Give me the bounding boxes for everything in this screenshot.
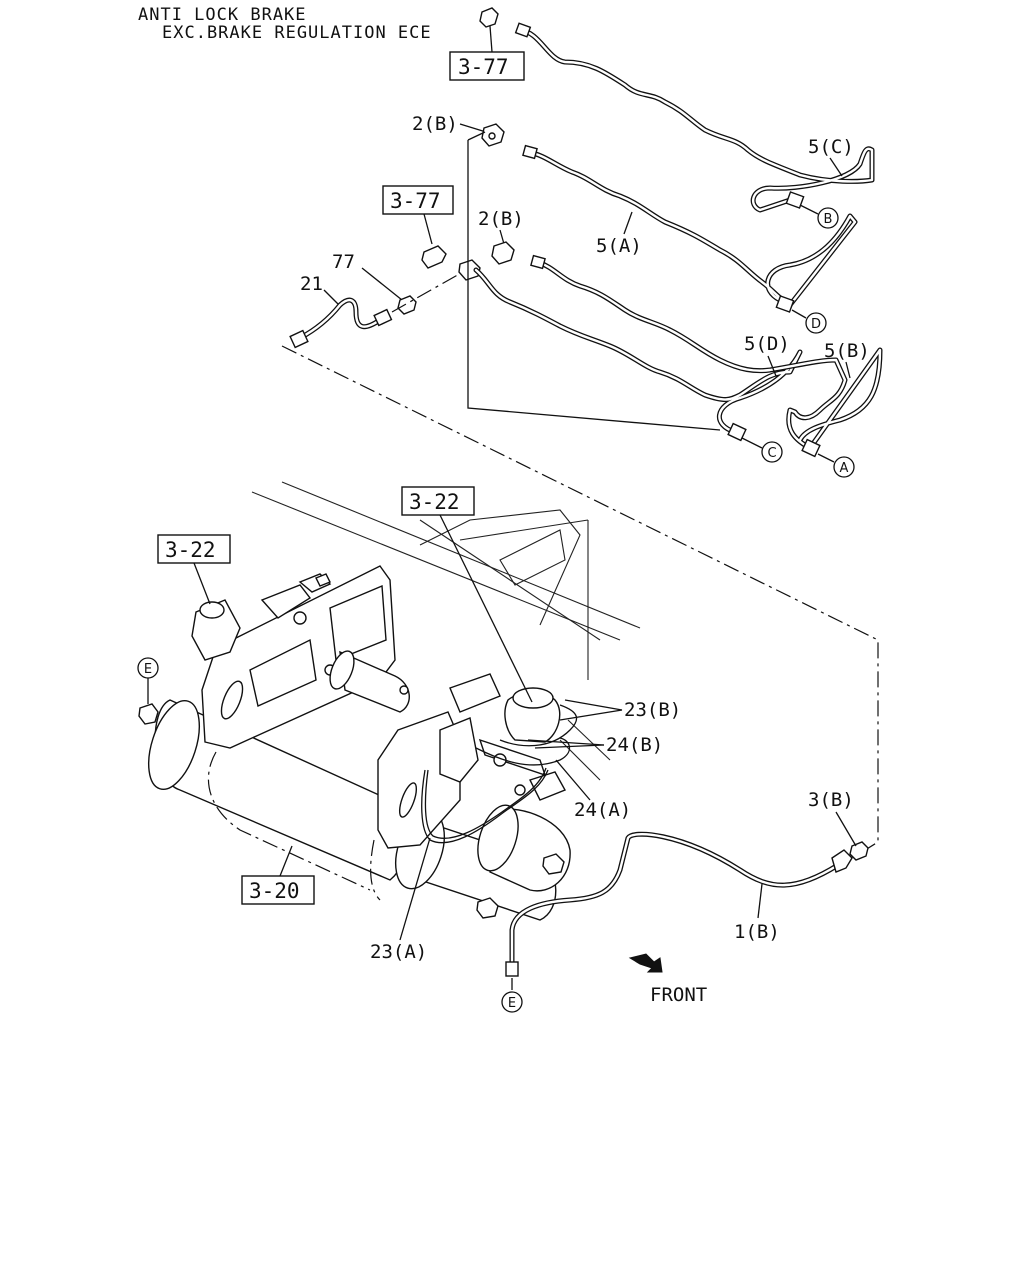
svg-text:E: E [144,662,152,677]
ref-box-3-77-mid-label: 3-77 [390,189,441,213]
pipe-5d [473,267,803,442]
ref-box-3-77-top[interactable]: 3-77 [449,51,525,81]
bracket-plate-left [201,565,396,749]
label-front: FRONT [650,984,707,1006]
header-line-2: EXC.BRAKE REGULATION ECE [162,23,432,43]
label-24a: 24(A) [574,799,631,821]
ref-box-3-77-mid[interactable]: 3-77 [382,185,454,215]
label-23a: 23(A) [370,941,427,963]
svg-text:E: E [508,996,516,1011]
pipe-21 [289,297,393,349]
fitting-tee-mid [421,245,447,269]
abs-modulator-cluster [439,673,566,801]
solenoid-cylinder [329,650,410,713]
label-2b-mid: 2(B) [478,208,524,230]
fitting-2b-top [481,123,505,147]
label-23b: 23(B) [624,699,681,721]
marker-b: B [799,204,839,229]
label-5c: 5(C) [808,136,854,158]
svg-text:C: C [767,446,776,461]
pipe-5b [530,254,883,458]
label-2b-top: 2(B) [412,113,458,135]
label-77: 77 [332,251,355,273]
marker-c: C [741,437,783,463]
svg-text:A: A [840,461,849,476]
marker-d: D [791,309,827,334]
label-3b: 3(B) [808,789,854,811]
nut-3b [849,841,869,861]
header-line-1: ANTI LOCK BRAKE [138,5,307,25]
label-21: 21 [300,273,323,295]
frame-structure [251,481,641,781]
pipe-5a [522,144,858,313]
ref-box-3-22-left[interactable]: 3-22 [157,534,231,564]
label-5b: 5(B) [824,340,870,362]
pipe-1b [505,831,853,977]
label-5d: 5(D) [744,333,790,355]
fitting-2b-mid [491,241,515,265]
svg-text:D: D [811,317,821,332]
label-5a: 5(A) [596,235,642,257]
valve-left [191,573,332,661]
marker-e-left: E [137,657,159,704]
ref-box-3-20-label: 3-20 [249,879,300,903]
marker-a: A [817,453,855,478]
svg-text:B: B [824,212,833,227]
label-1b: 1(B) [734,921,780,943]
ref-box-3-20[interactable]: 3-20 [241,875,315,905]
marker-e-bottom: E [501,978,523,1013]
ref-box-3-22-mid[interactable]: 3-22 [401,486,475,516]
front-arrow-icon [628,953,663,973]
ref-box-3-77-top-label: 3-77 [458,55,509,79]
label-24b: 24(B) [606,734,663,756]
ref-box-3-22-left-label: 3-22 [165,538,216,562]
pipe-top [514,22,875,213]
ref-box-3-22-mid-label: 3-22 [409,490,460,514]
fitting-center [458,259,481,281]
top-connector [479,7,499,53]
